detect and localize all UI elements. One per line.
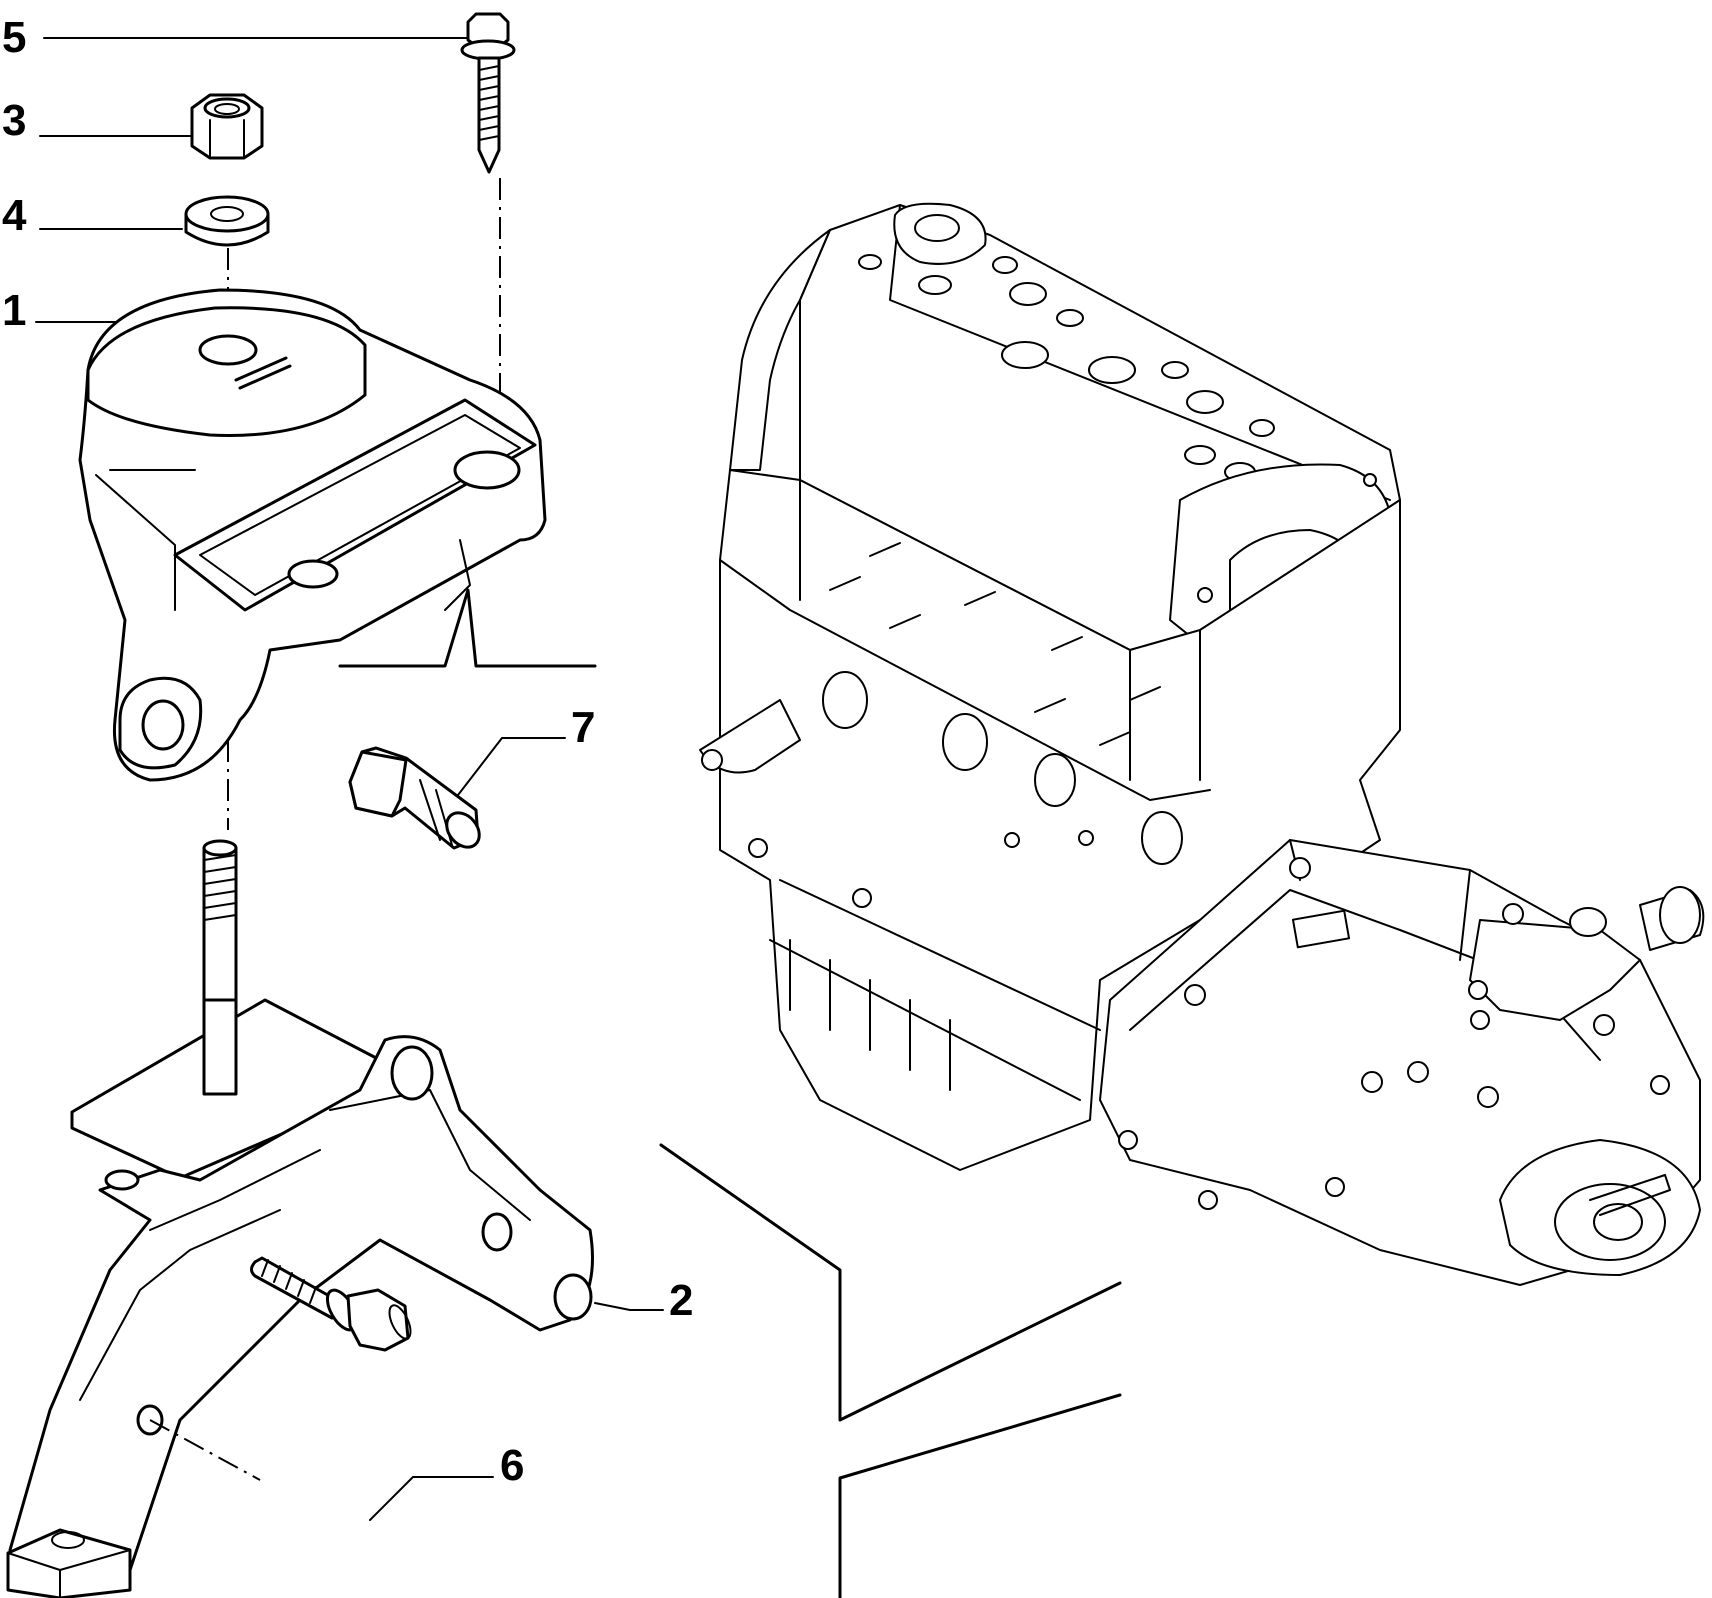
leader-line-2 [594, 1302, 664, 1311]
part-5-flange-bolt[interactable] [460, 12, 516, 174]
engine-gearbox-assembly [699, 202, 1705, 1286]
part-6-flange-bolt[interactable] [250, 1256, 415, 1352]
leader-line-7 [447, 737, 566, 809]
mount-1-section-break [338, 588, 597, 668]
callout-5[interactable]: 5 [2, 13, 471, 62]
callout-label-3: 3 [2, 96, 26, 145]
section-break-line-lower [838, 1393, 1122, 1598]
part-7-hex-bolt[interactable] [348, 746, 486, 854]
callout-6[interactable]: 6 [369, 1441, 524, 1521]
spark-plug-holes [858, 254, 1275, 482]
callout-4[interactable]: 4 [2, 191, 183, 240]
part-4-washer[interactable] [184, 195, 270, 247]
callout-1[interactable]: 1 [2, 286, 123, 335]
callout-label-4: 4 [2, 191, 27, 240]
callout-label-6: 6 [500, 1441, 524, 1490]
manifold-studs [829, 542, 1161, 746]
axis-line-bolt-6 [149, 1419, 261, 1481]
callout-2[interactable]: 2 [594, 1276, 693, 1325]
callout-label-5: 5 [2, 13, 26, 62]
part-3-hex-nut[interactable] [190, 93, 264, 160]
part-2-lower-bracket[interactable] [6, 839, 594, 1598]
gearbox-bolts [1118, 857, 1670, 1210]
leader-line-6 [369, 1476, 494, 1521]
callout-label-1: 1 [2, 286, 26, 335]
part-1-upper-engine-mount[interactable] [78, 288, 547, 782]
callout-3[interactable]: 3 [2, 96, 191, 145]
callout-7[interactable]: 7 [447, 703, 595, 809]
callout-label-2: 2 [669, 1276, 693, 1325]
callout-label-7: 7 [571, 703, 595, 752]
exhaust-ports [822, 671, 1183, 865]
section-break-line-upper [659, 1143, 1122, 1422]
